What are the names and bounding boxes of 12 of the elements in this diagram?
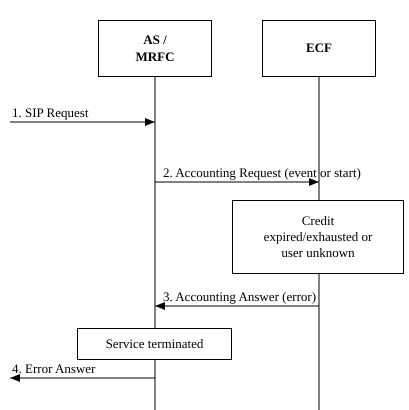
note-box: Credit expired/exhausted or user unknown bbox=[232, 200, 404, 274]
lifeline-head-box: AS / MRFC bbox=[98, 20, 212, 77]
message-label: 2. Accounting Request (event or start) bbox=[163, 165, 361, 181]
message-label: 4. Error Answer bbox=[12, 361, 96, 377]
message-arrow bbox=[10, 118, 156, 126]
message-label: 1. SIP Request bbox=[12, 105, 88, 121]
message-arrow bbox=[154, 302, 320, 310]
note-box: Service terminated bbox=[77, 328, 232, 360]
message-arrow bbox=[154, 178, 320, 186]
lifeline-head-box: ECF bbox=[262, 20, 376, 77]
message-label: 3. Accounting Answer (error) bbox=[163, 289, 316, 305]
message-arrow bbox=[10, 374, 156, 382]
